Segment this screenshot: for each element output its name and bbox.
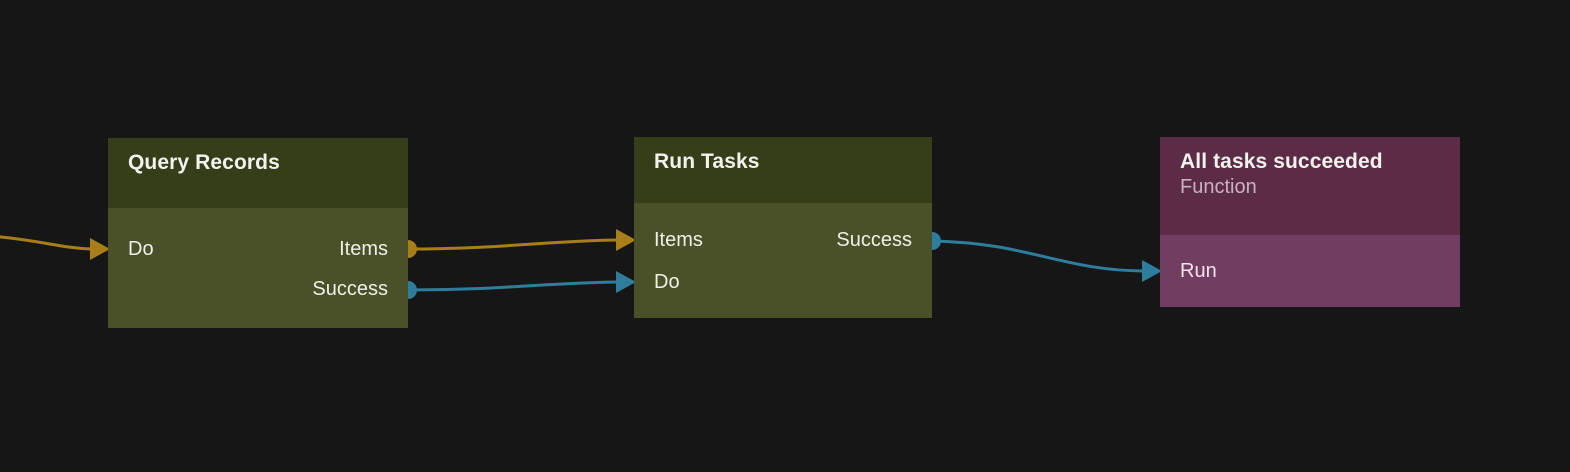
port-label: Items <box>339 238 388 260</box>
node-title: Query Records <box>128 151 280 174</box>
edge-path <box>406 280 619 292</box>
port-input-do[interactable]: Do <box>654 269 680 295</box>
edge-success-to-do[interactable] <box>399 271 636 299</box>
edge-path <box>930 239 1145 273</box>
edge-arrowhead <box>1142 260 1162 282</box>
edge-path <box>0 235 93 251</box>
port-output-items[interactable]: Items <box>339 236 388 262</box>
edge-items-to-items[interactable] <box>399 229 636 258</box>
node-subtitle: Function <box>1180 176 1257 198</box>
port-input-do[interactable]: Do <box>128 236 154 262</box>
edge-arrowhead <box>616 271 636 293</box>
port-label: Run <box>1180 260 1217 282</box>
node-title: Run Tasks <box>654 150 760 173</box>
port-label: Success <box>836 229 912 251</box>
node-header-query-records[interactable]: Query Records <box>108 138 408 208</box>
port-input-run[interactable]: Run <box>1180 258 1217 284</box>
edge-incoming-do[interactable] <box>0 235 110 260</box>
node-body-all-tasks-succeeded: Run <box>1160 235 1460 307</box>
edge-arrowhead <box>90 238 110 260</box>
port-output-success[interactable]: Success <box>836 227 912 253</box>
edge-path <box>406 238 619 251</box>
edge-arrowhead <box>616 229 636 251</box>
port-input-items[interactable]: Items <box>654 227 703 253</box>
edge-success-to-run[interactable] <box>923 232 1162 282</box>
port-label: Success <box>312 278 388 300</box>
node-title: All tasks succeeded <box>1180 150 1383 173</box>
node-header-run-tasks[interactable]: Run Tasks <box>634 137 932 203</box>
port-label: Do <box>654 271 680 293</box>
port-label: Items <box>654 229 703 251</box>
port-label: Do <box>128 238 154 260</box>
port-output-success[interactable]: Success <box>312 276 388 302</box>
